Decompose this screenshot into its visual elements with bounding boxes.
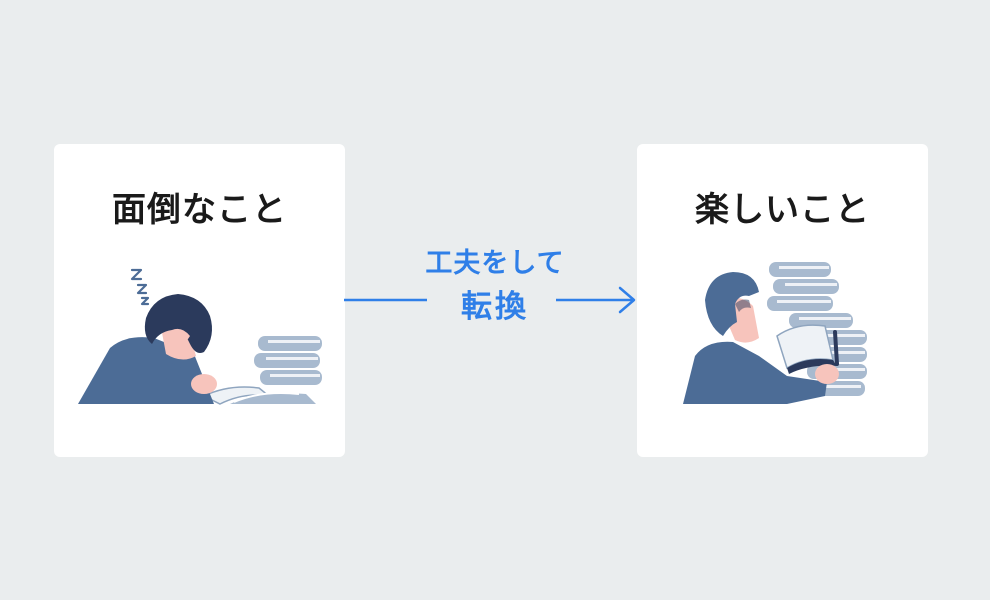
arrow-head-icon	[618, 286, 636, 314]
open-book-icon	[776, 324, 839, 374]
transition-label-line1: 工夫をして	[425, 248, 565, 279]
open-book-icon	[202, 386, 316, 405]
student-hair	[144, 294, 212, 353]
card-tedious: 面倒なこと	[54, 144, 345, 457]
transition-arrow	[344, 286, 636, 314]
card-title-enjoyable: 楽しいこと	[695, 190, 870, 230]
student-hair	[705, 272, 759, 336]
student-body	[683, 341, 827, 404]
reading-student-illustration	[683, 262, 867, 404]
sleeping-student-illustration	[78, 268, 322, 405]
card-enjoyable: 楽しいこと	[637, 144, 928, 457]
snore-icon	[130, 268, 150, 306]
transition-label-line2: 転換	[461, 289, 529, 325]
card-title-tedious: 面倒なこと	[112, 190, 287, 230]
book-stack-icon	[254, 336, 322, 385]
